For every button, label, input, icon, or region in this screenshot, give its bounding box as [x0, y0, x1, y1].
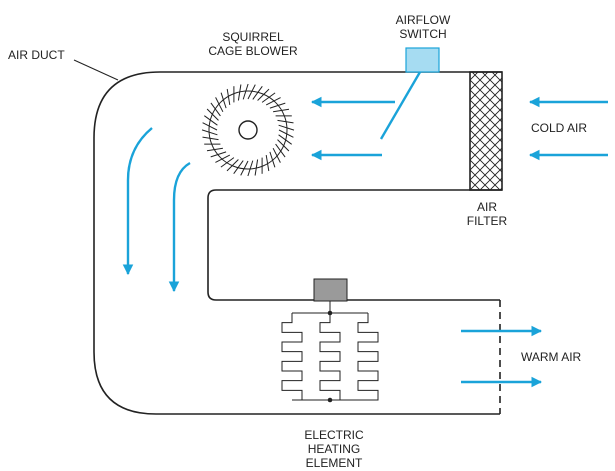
- blower-blade: [265, 155, 270, 172]
- blower-blade: [272, 147, 281, 163]
- blower-blade: [233, 160, 244, 174]
- blower-blade: [202, 136, 219, 141]
- filter-label-line2: FILTER: [467, 214, 508, 228]
- squirrel-cage-blower: [201, 83, 295, 177]
- blower-blade: [220, 92, 227, 109]
- heater-terminal-box: [313, 278, 348, 302]
- blower-blade: [210, 102, 221, 117]
- blower-blade: [261, 92, 276, 103]
- air-duct-outline: [93, 71, 502, 415]
- cold-air-label: COLD AIR: [531, 121, 587, 135]
- blower-blade: [275, 143, 286, 158]
- air-duct-label: AIR DUCT: [8, 48, 65, 62]
- blower-blade: [202, 122, 218, 131]
- blower-blade: [210, 151, 227, 158]
- blower-blade: [220, 157, 235, 168]
- blower-blade: [278, 124, 295, 131]
- switch-label-line2: SWITCH: [399, 27, 446, 41]
- blower-blade: [201, 129, 218, 136]
- heater-label-line3: ELEMENT: [306, 456, 363, 470]
- blower-blade: [252, 86, 263, 100]
- blower-blade: [215, 154, 231, 163]
- blower-blade: [257, 88, 270, 101]
- blower-blade: [277, 119, 294, 124]
- blower-blade: [247, 160, 254, 177]
- blower-label-line1: SQUIRREL: [222, 30, 284, 44]
- blower-blade: [226, 88, 231, 105]
- blower-blade: [215, 97, 224, 113]
- heating-coil: [281, 313, 303, 401]
- air-filter: [469, 71, 503, 191]
- blower-blade: [237, 84, 242, 101]
- heater-label-line1: ELECTRIC: [304, 428, 364, 442]
- blower-blade: [206, 108, 219, 121]
- switch-label-line1: AIRFLOW: [396, 13, 451, 27]
- heating-coil: [319, 313, 341, 401]
- airflow-switch-paddle: [379, 71, 422, 140]
- down-arrow-outer: [122, 127, 153, 276]
- blower-blade: [265, 97, 281, 106]
- blower-blade: [242, 83, 249, 100]
- blower-blade: [204, 115, 218, 126]
- blower-blade: [273, 108, 290, 113]
- blower-blade: [240, 160, 249, 176]
- air-duct-leader: [73, 59, 119, 81]
- heating-coil: [357, 313, 379, 401]
- heater-label-line2: HEATING: [308, 442, 360, 456]
- blower-blade: [269, 151, 276, 168]
- down-arrow-inner: [168, 161, 191, 293]
- blower-blade: [278, 134, 292, 145]
- blower-label-line2: CAGE BLOWER: [208, 44, 298, 58]
- blower-blade: [206, 147, 223, 152]
- blower-blade: [254, 159, 259, 176]
- air-duct-inner-wall: [207, 189, 502, 301]
- blower-blade: [277, 139, 290, 152]
- airflow-switch: [405, 47, 440, 73]
- blower-blade: [247, 84, 256, 100]
- blower-blade: [226, 159, 239, 172]
- warm-air-label: WARM AIR: [521, 350, 582, 364]
- electric-heating-element: [281, 278, 379, 403]
- blower-blade: [269, 102, 286, 109]
- blower-blade: [278, 129, 294, 138]
- filter-label-line1: AIR: [477, 200, 497, 214]
